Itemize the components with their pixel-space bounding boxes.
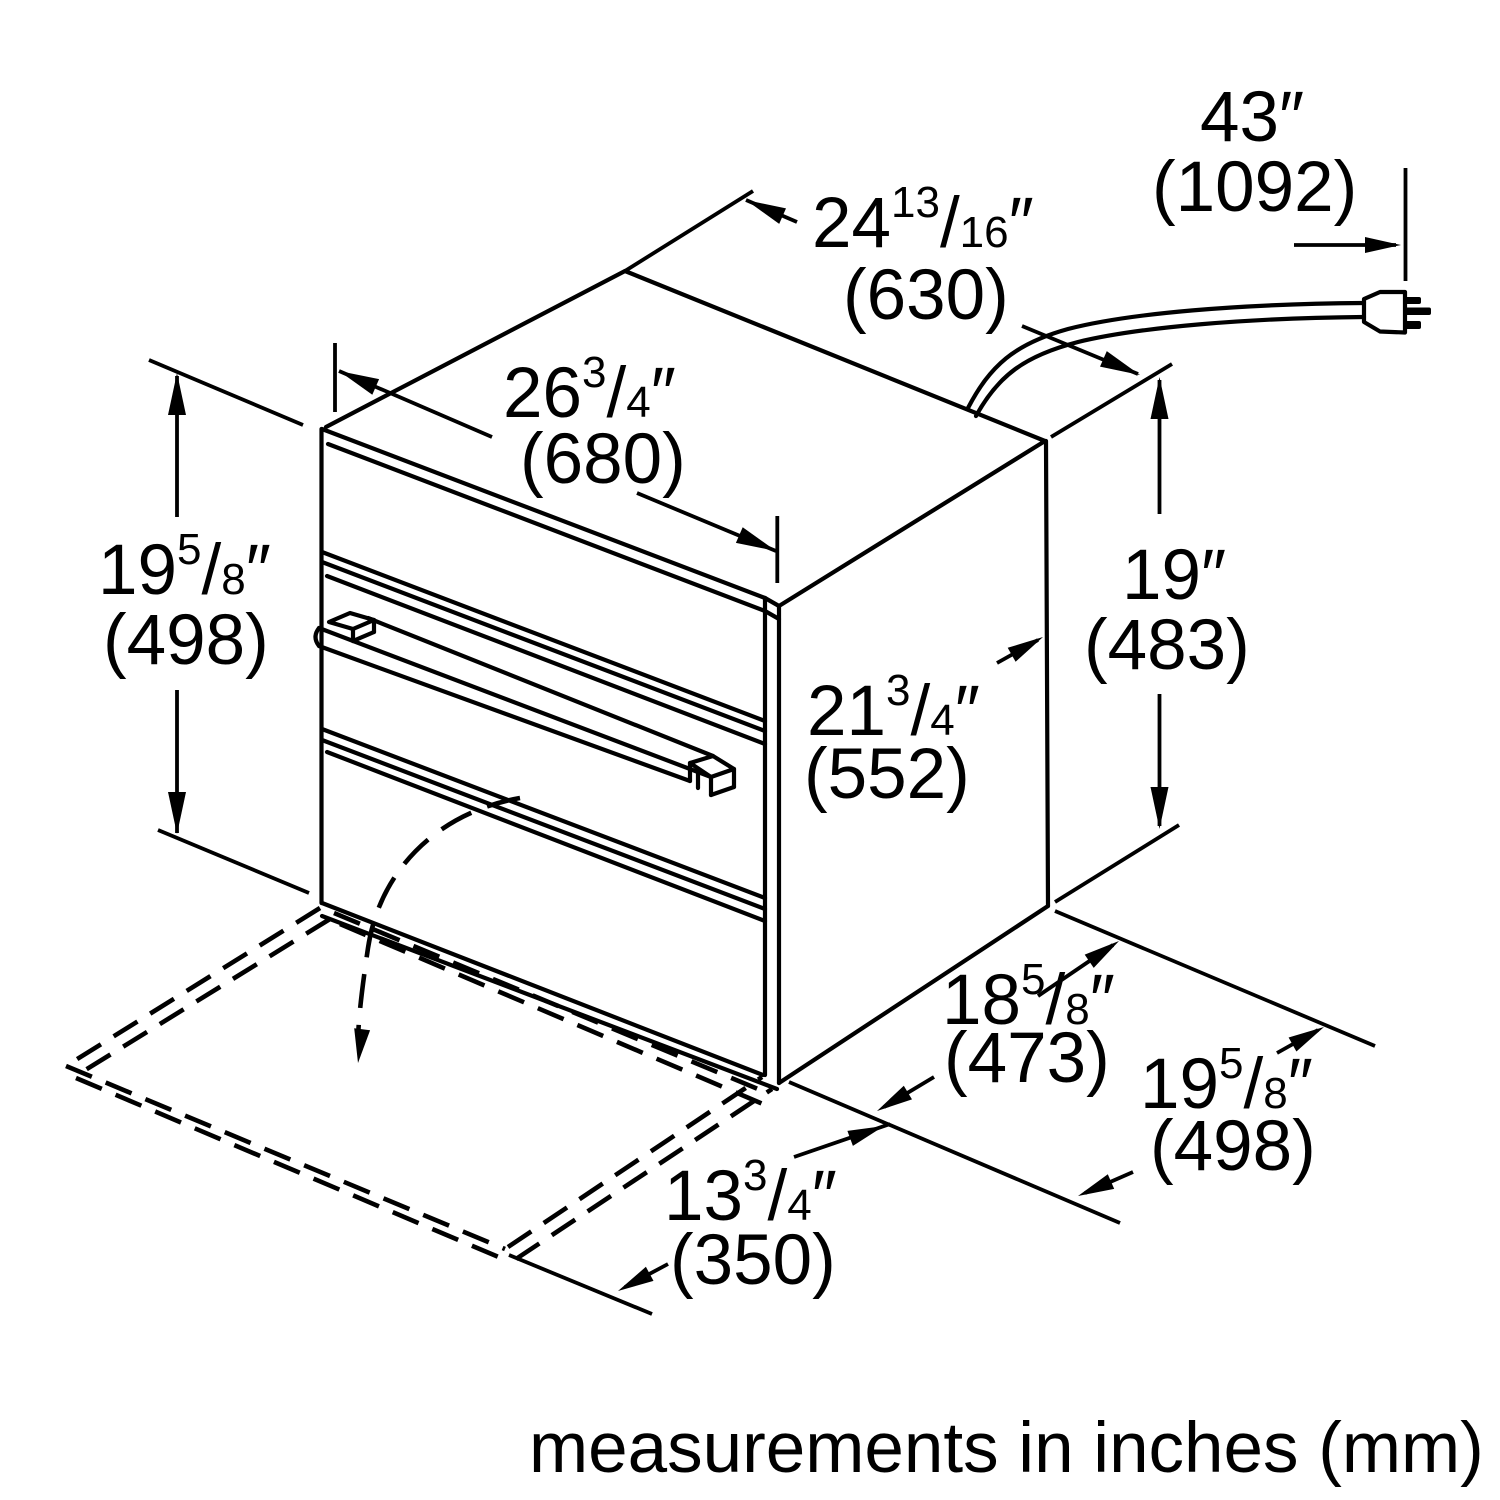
svg-text:19″: 19″	[1122, 536, 1226, 615]
svg-text:(350): (350)	[670, 1221, 836, 1300]
svg-text:(1092): (1092)	[1152, 148, 1357, 227]
svg-text:(483): (483)	[1084, 606, 1250, 685]
svg-text:(552): (552)	[804, 735, 970, 814]
svg-text:(473): (473)	[944, 1019, 1110, 1098]
svg-text:(680): (680)	[520, 420, 686, 499]
svg-text:195/8″: 195/8″	[98, 525, 271, 610]
svg-text:(498): (498)	[1150, 1107, 1316, 1186]
svg-text:263/4″: 263/4″	[503, 348, 676, 433]
svg-text:measurements in inches (mm): measurements in inches (mm)	[529, 1409, 1484, 1488]
svg-text:(630): (630)	[843, 256, 1009, 335]
svg-text:43″: 43″	[1200, 78, 1304, 157]
svg-text:(498): (498)	[103, 601, 269, 680]
